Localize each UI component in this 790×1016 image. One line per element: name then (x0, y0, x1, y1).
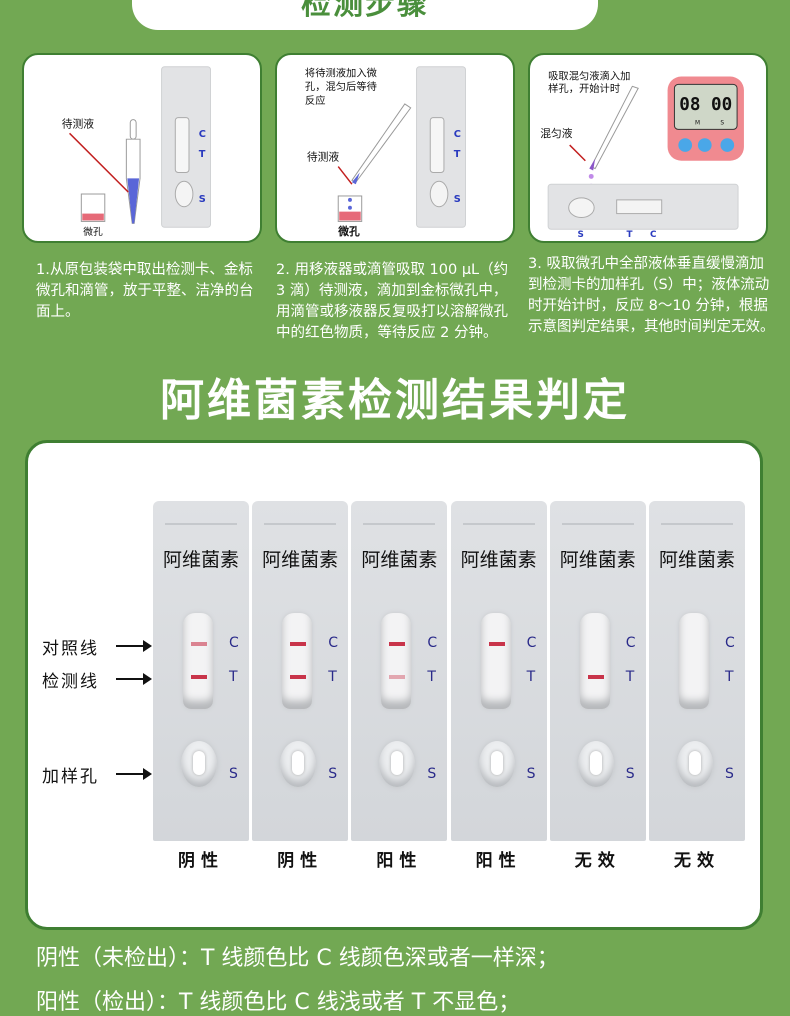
sample-well (181, 741, 217, 787)
card-label-s: S (454, 194, 461, 205)
label-t: T (526, 669, 536, 685)
timer-display: 08 00 (679, 95, 732, 115)
label-s: S (427, 766, 437, 782)
step-1-illustration: C T S 待测液 微孔 (22, 53, 262, 243)
label-t: T (328, 669, 337, 685)
card-label-t: T (626, 230, 632, 240)
result-title: 阿维菌素检测结果判定 (160, 375, 630, 426)
verdict-label: 阴性 (178, 851, 224, 871)
card-name: 阿维菌素 (658, 549, 735, 571)
verdict-label: 无效 (674, 851, 720, 871)
test-card: 阿维菌素 C T S (549, 501, 646, 841)
control-line (191, 642, 207, 646)
card-groove (561, 523, 634, 525)
result-window (183, 613, 213, 709)
card-label-t: T (454, 149, 461, 160)
card-name: 阿维菌素 (162, 549, 239, 571)
step-2-text: 2. 用移液器或滴管吸取 100 μL（约3 滴）待测液，滴加到金标微孔中，用滴… (276, 262, 509, 341)
card-label-s: S (578, 230, 584, 240)
well-label: 微孔 (83, 225, 103, 238)
label-t: T (625, 669, 635, 685)
control-line (488, 642, 505, 646)
test-line-label: 检测线 (42, 672, 99, 692)
sample-well (379, 741, 416, 787)
card-label-c: C (199, 129, 206, 140)
verdict-label: 阳性 (475, 851, 522, 871)
label-c: C (625, 635, 636, 651)
sample-label: 待测液 (62, 117, 95, 130)
step-1-text: 1.从原包装袋中取出检测卡、金标微孔和滴管，放于平整、洁净的台面上。 (36, 262, 254, 320)
arrow-icon (116, 768, 152, 780)
arrow-icon (116, 640, 152, 652)
card-name: 阿维菌素 (361, 549, 438, 571)
test-line (290, 675, 307, 679)
sample-well-label: 加样孔 (42, 767, 99, 787)
card-name: 阿维菌素 (262, 549, 339, 571)
label-t: T (725, 669, 734, 685)
verdict-label: 阴性 (277, 851, 324, 871)
step-3-illustration: 吸取混匀液滴入加样孔，开始计时 混匀液 S T C 08 00 M S (528, 53, 768, 243)
card-label-t: T (199, 149, 206, 160)
test-card: 阿维菌素 C T S (252, 501, 349, 841)
label-c: C (526, 635, 537, 651)
control-line (290, 642, 307, 646)
test-line (191, 675, 207, 679)
test-card: 阿维菌素 C T S (450, 501, 547, 841)
result-window (381, 613, 412, 709)
label-c: C (725, 635, 735, 651)
result-window (579, 613, 610, 709)
label-s: S (229, 766, 238, 782)
card-groove (363, 523, 436, 525)
card-label-c: C (650, 230, 656, 240)
label-c: C (328, 635, 338, 651)
section-title: 检测步骤 (301, 0, 429, 22)
card-name: 阿维菌素 (559, 549, 636, 571)
timer-icon: 08 00 M S (667, 76, 744, 161)
label-t: T (427, 669, 436, 685)
test-line (389, 675, 406, 679)
step-3-text: 3. 吸取微孔中全部液体垂直缓慢滴加到检测卡的加样孔（S）中；液体流动时开始计时… (528, 256, 775, 335)
timer-unit-s: S (720, 121, 724, 127)
test-card: 阿维菌素 C T S (649, 501, 745, 841)
card-groove (264, 523, 337, 525)
test-card: 阿维菌素 C T S (153, 501, 249, 841)
card-groove (661, 523, 733, 525)
sample-well (280, 741, 317, 787)
sample-well (577, 741, 614, 787)
card-label-s: S (199, 194, 206, 205)
timer-unit-m: M (695, 121, 700, 127)
section-banner: 检测步骤 (132, 0, 598, 30)
label-s: S (725, 766, 734, 782)
verdict-label: 阳性 (376, 851, 423, 871)
result-window (679, 613, 709, 709)
negative-note: 阴性（未检出）：T 线颜色比 C 线颜色深或者一样深； (36, 946, 559, 971)
verdict-label: 无效 (574, 851, 621, 871)
sample-label: 待测液 (307, 151, 340, 164)
result-window (282, 613, 313, 709)
test-card: 阿维菌素 C T S (351, 501, 448, 841)
label-s: S (328, 766, 338, 782)
label-c: C (427, 635, 438, 651)
step-caption: 吸取混匀液滴入加样孔，开始计时 (548, 70, 631, 96)
step-caption: 将待测液加入微孔，混匀后等待反应 (304, 67, 377, 107)
label-s: S (625, 766, 635, 782)
control-line-label: 对照线 (42, 639, 99, 659)
card-label-c: C (454, 129, 461, 140)
card-groove (462, 523, 535, 525)
card-name: 阿维菌素 (460, 549, 537, 571)
sample-well (478, 741, 515, 787)
label-c: C (229, 635, 239, 651)
test-line (587, 675, 604, 679)
label-s: S (526, 766, 536, 782)
mix-label: 混匀液 (540, 127, 573, 140)
positive-note: 阳性（检出）：T 线颜色比 C 线浅或者 T 不显色； (36, 990, 521, 1015)
step-2-illustration: C T S 将待测液加入微孔，混匀后等待反应 待测液 微孔 (275, 53, 515, 243)
well-label: 微孔 (337, 225, 360, 238)
result-window (480, 613, 511, 709)
control-line (389, 642, 406, 646)
label-t: T (229, 669, 238, 685)
sample-well (677, 741, 713, 787)
arrow-icon (116, 673, 152, 685)
card-groove (165, 523, 237, 525)
